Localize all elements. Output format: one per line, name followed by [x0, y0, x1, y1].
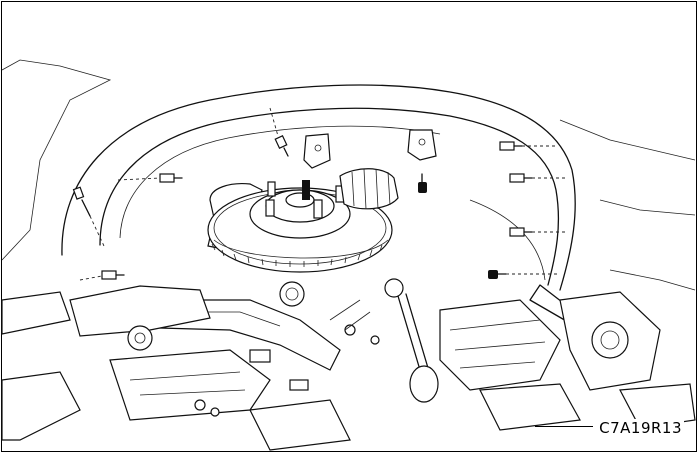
brake-rotor [207, 187, 393, 273]
push-clip-icon [418, 173, 427, 193]
liner-fasteners [72, 107, 565, 281]
body-background [1, 59, 696, 291]
bolt-icon [509, 173, 565, 183]
wheel-studs [265, 180, 345, 219]
liner-brackets [303, 129, 437, 169]
bolt-icon [117, 173, 183, 183]
bolt-icon [509, 227, 565, 237]
figure-code-rule [535, 426, 593, 427]
figure-code: C7A19R13 [597, 419, 684, 437]
push-clip-icon [488, 270, 560, 279]
engine-components [439, 291, 696, 431]
bolt-icon [499, 141, 555, 151]
stabilizer-link [384, 278, 439, 403]
bolt-icon [72, 186, 105, 247]
lower-hardware [194, 299, 380, 417]
bolt-icon [79, 270, 125, 281]
subframe [1, 285, 351, 451]
bolt-icon [269, 107, 289, 157]
drive-shaft-boot [339, 168, 399, 210]
